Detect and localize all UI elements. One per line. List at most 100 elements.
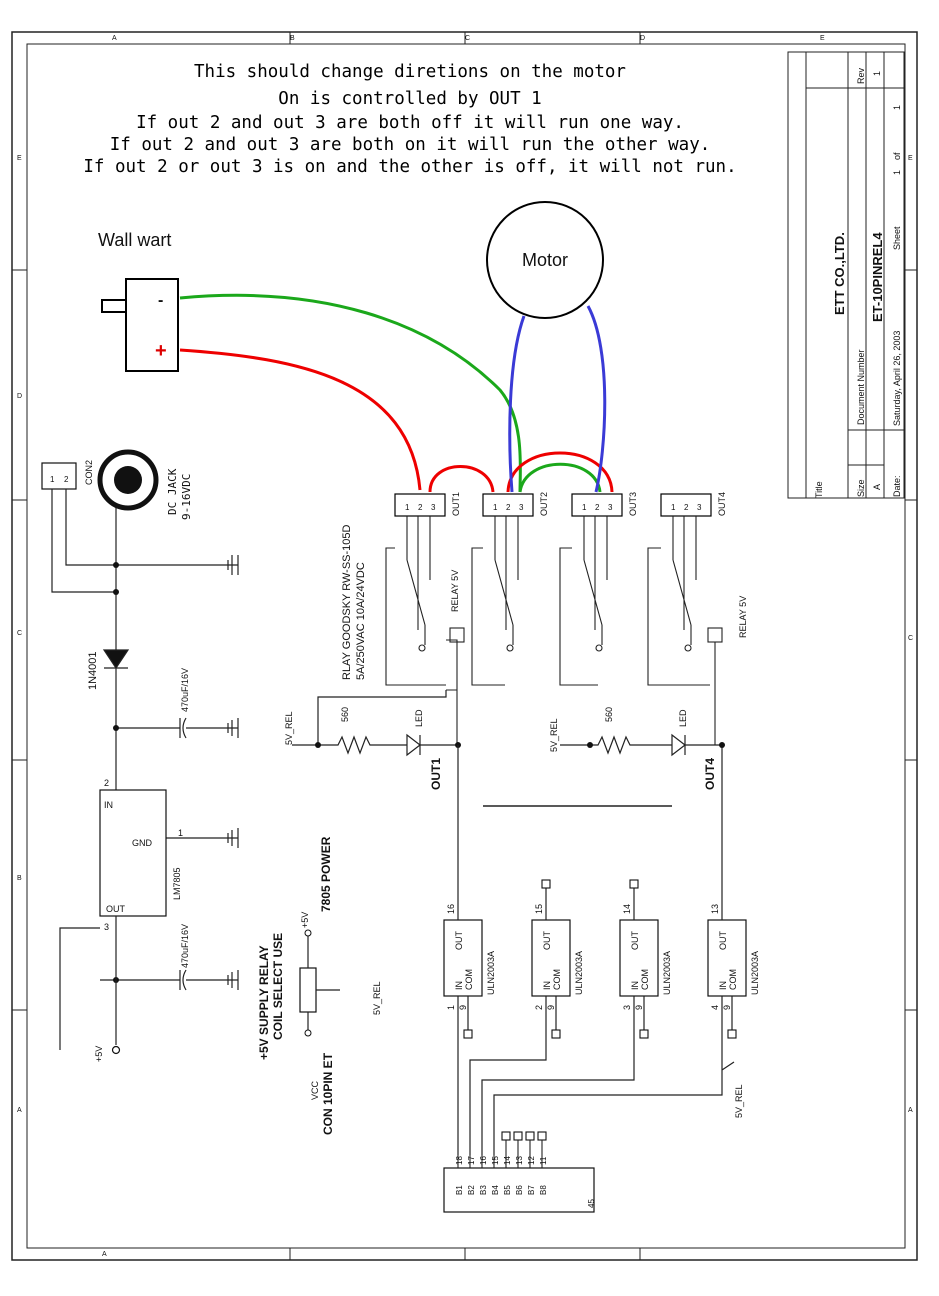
uln-com-label: COM: [728, 969, 738, 990]
dc-jack: [97, 449, 159, 511]
terminal-pin-label: 1: [405, 503, 410, 512]
wall-wart-label: Wall wart: [98, 230, 171, 250]
document-number-label: Document Number: [856, 349, 866, 425]
frame-col-label: A: [102, 1251, 107, 1258]
5v-rel-label: 5V_REL: [734, 1084, 744, 1118]
supply-select-line2: COIL SELECT USE: [271, 933, 285, 1040]
terminal-pin-label: 3: [697, 503, 702, 512]
relay-5v-label: RELAY 5V: [738, 596, 748, 638]
frame-col-label: C: [465, 35, 470, 42]
uln-wiring: [457, 886, 735, 1155]
dc-jack-label: DC JACK: [166, 468, 179, 515]
capacitor1-label: 470uF/16V: [180, 668, 190, 712]
dc-jack-range: 9-16VDC: [180, 474, 193, 520]
led-driver-out4: [457, 733, 723, 905]
power-wiring: [51, 489, 238, 1050]
header-pin-label: B5: [503, 1185, 512, 1195]
lm7805-regulator: [99, 789, 167, 917]
relay-terminal-out2: 1 2 3: [482, 493, 534, 517]
uln-out-pin: 16: [446, 904, 456, 914]
junction-dot: [315, 742, 321, 748]
uln-label: ULN2003A: [662, 951, 672, 995]
of-value: 1: [892, 105, 902, 110]
out1-led-label: OUT1: [429, 758, 443, 790]
frame-col-label: A: [112, 35, 117, 42]
wall-wart: [101, 278, 179, 372]
out3-terminal-label: OUT3: [628, 492, 638, 516]
size-label: Size: [856, 479, 866, 497]
uln-in-pin: 3: [622, 1005, 632, 1010]
uln-out-pin: 14: [622, 904, 632, 914]
uln-com-pin: 9: [546, 1005, 556, 1010]
relay-spec-line1: RLAY GOODSKY RW-SS-105D: [341, 524, 353, 680]
con10-label: CON 10PIN ET: [321, 1052, 335, 1135]
header-pin-number: 17: [467, 1156, 476, 1165]
uln-com-pin: 9: [634, 1005, 644, 1010]
diode-label: 1N4001: [87, 651, 99, 690]
company-name: ETT CO.,LTD.: [832, 232, 847, 315]
uln-in-label: IN: [454, 981, 464, 990]
rev-value: 1: [872, 71, 882, 76]
plus5v-terminal: [111, 1045, 121, 1055]
junction-dot: [113, 562, 119, 568]
uln-out-label: OUT: [718, 931, 728, 951]
relay-terminal-out1: 1 2 3: [394, 493, 446, 517]
uln-com-label: COM: [552, 969, 562, 990]
led-label: LED: [678, 709, 688, 727]
out4-terminal-label: OUT4: [717, 492, 727, 516]
frame-row-label: A: [908, 1107, 913, 1114]
header-pin-number: 14: [503, 1156, 512, 1165]
capacitor2-label: 470uF/16V: [180, 924, 190, 968]
5v-rel-label: 5V_REL: [549, 718, 559, 752]
note-line-3: If out 2 and out 3 are both off it will …: [136, 113, 684, 133]
frame-row-label: E: [908, 155, 913, 162]
header-pin-label: B8: [539, 1185, 548, 1195]
uln-out-pin: 13: [710, 904, 720, 914]
uln-in-label: IN: [718, 981, 728, 990]
terminal-pin-label: 1: [671, 503, 676, 512]
reg-pin: 3: [104, 922, 109, 932]
size-value: A: [872, 484, 882, 490]
uln-in-pin: 1: [446, 1005, 456, 1010]
terminal-pin-label: 1: [493, 503, 498, 512]
jumper-wiring: [307, 935, 340, 1030]
frame-row-label: C: [17, 630, 22, 637]
uln-label: ULN2003A: [750, 951, 760, 995]
header-pin-number: 15: [491, 1156, 500, 1165]
jumper-terminal: [304, 1029, 312, 1037]
terminal-pin-label: 2: [506, 503, 511, 512]
junction-dot: [719, 742, 725, 748]
header-pin-number: 16: [479, 1156, 488, 1165]
motor-symbol: [486, 201, 604, 319]
document-number: ET-10PINREL4: [870, 232, 885, 322]
supply-select-line1: +5V SUPPLY RELAY: [257, 945, 271, 1060]
uln-out-pin: 15: [534, 904, 544, 914]
relay-terminal-out4: 1 2 3: [660, 493, 712, 517]
header-pin-label: B7: [527, 1185, 536, 1195]
terminal-pin-label: 2: [684, 503, 689, 512]
con2-label: CON2: [84, 460, 94, 485]
note-line-2: On is controlled by OUT 1: [278, 89, 542, 109]
ten-pin-header: [443, 1167, 595, 1213]
green-jumper-wire: [518, 462, 602, 493]
header-pin-label: B1: [455, 1185, 464, 1195]
uln-driver-blocks: [443, 919, 747, 997]
terminal-pin-label: 2: [595, 503, 600, 512]
header-pin-number: 11: [539, 1156, 548, 1165]
note-line-5: If out 2 or out 3 is on and the other is…: [83, 157, 737, 177]
plus-sign: +: [155, 340, 167, 362]
frame-col-label: D: [640, 35, 645, 42]
minus-sign: -: [158, 292, 163, 309]
date-label: Date:: [892, 475, 902, 497]
terminal-pin-label: 3: [608, 503, 613, 512]
frame-ticks: [12, 32, 917, 1260]
frame-row-label: C: [908, 635, 913, 642]
uln-label: ULN2003A: [486, 951, 496, 995]
reg-pin: 2: [104, 778, 109, 788]
uln-com-pin: 9: [722, 1005, 732, 1010]
junction-dot: [587, 742, 593, 748]
relay-terminal-out3: 1 2 3: [571, 493, 623, 517]
terminal-pin-label: 3: [431, 503, 436, 512]
